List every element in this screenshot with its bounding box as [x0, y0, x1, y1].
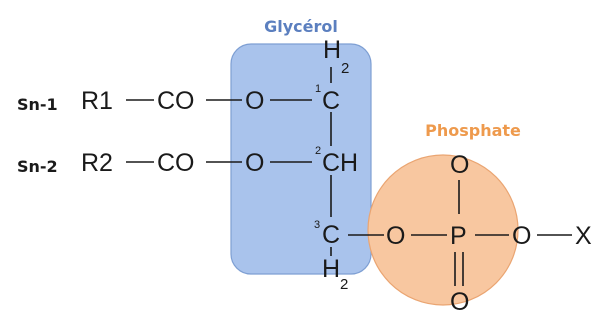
sn1-position-label: Sn-1 — [17, 95, 58, 114]
c3-locant: 3 — [314, 219, 320, 231]
phosphate-label: Phosphate — [425, 121, 521, 140]
c1-atom: C — [322, 87, 340, 115]
bridge-oxygen: O — [386, 222, 405, 250]
c2-locant: 2 — [315, 145, 321, 157]
glycerol-label: Glycérol — [264, 17, 338, 36]
sn2-r-group: R2 — [81, 149, 113, 177]
sn1-carbonyl: CO — [157, 87, 195, 115]
head-oxygen: O — [512, 222, 531, 250]
top-oxygen: O — [450, 151, 469, 179]
sn2-position-label: Sn-2 — [17, 157, 58, 176]
sn2-carbonyl: CO — [157, 149, 195, 177]
sn1-r-group: R1 — [81, 87, 113, 115]
bottom-oxygen: O — [450, 288, 469, 316]
c1-locant: 1 — [315, 83, 321, 95]
phosphorus-atom: P — [450, 222, 467, 250]
c3-hydrogen: H — [322, 255, 340, 283]
sn1-ester-oxygen: O — [245, 87, 264, 115]
c2-atom: CH — [322, 149, 358, 177]
c1-hydrogen-count: 2 — [341, 60, 349, 77]
sn2-ester-oxygen: O — [245, 149, 264, 177]
c3-atom: C — [322, 221, 340, 249]
head-group-x: X — [575, 222, 592, 250]
phosphate-region — [367, 154, 519, 306]
c1-hydrogen: H — [323, 36, 341, 64]
glycerol-region — [230, 43, 372, 275]
c3-hydrogen-count: 2 — [340, 276, 348, 293]
